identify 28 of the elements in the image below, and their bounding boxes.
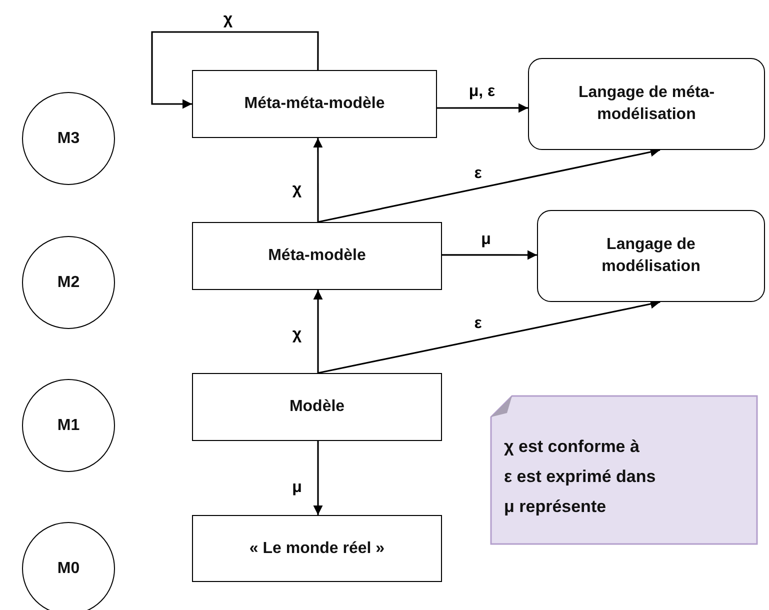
node-label: Langage de modélisation <box>600 235 702 277</box>
legend-entry: χ est conforme à <box>504 436 640 458</box>
node-label: Modèle <box>289 397 345 417</box>
arrow <box>442 250 537 260</box>
legend-entry: μ représente <box>504 496 606 518</box>
level-label: M1 <box>57 416 80 436</box>
model-box <box>192 373 442 441</box>
node-label: « Le monde réel » <box>249 538 385 558</box>
node-label: Méta-méta-modèle <box>244 94 385 114</box>
arrow <box>313 138 323 222</box>
arrow <box>318 299 660 374</box>
level-label: M3 <box>57 128 80 148</box>
language-box <box>537 210 765 302</box>
level-label: M0 <box>57 558 80 578</box>
arrow <box>313 290 323 373</box>
model-box <box>192 70 437 138</box>
model-box <box>192 515 442 582</box>
arrow <box>437 103 528 113</box>
node-label: Méta-modèle <box>268 246 366 266</box>
legend-entry: ε est exprimé dans <box>504 466 656 488</box>
model-box <box>192 222 442 290</box>
arrow <box>318 147 660 223</box>
arrow <box>313 441 323 515</box>
language-box <box>528 58 765 150</box>
arrow <box>151 31 319 109</box>
level-label: M2 <box>57 272 80 292</box>
node-label: Langage de méta-modélisation <box>577 83 716 125</box>
legend-note <box>490 395 758 545</box>
